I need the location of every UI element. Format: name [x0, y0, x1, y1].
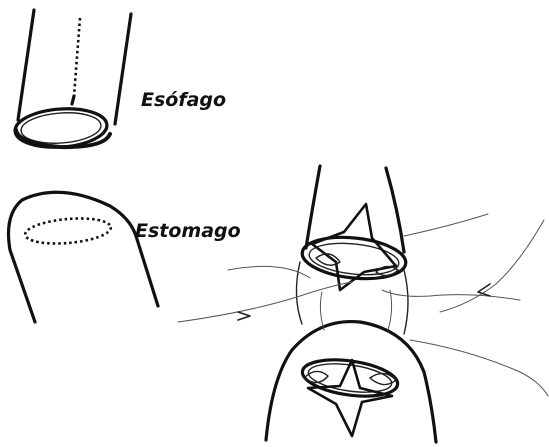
stomach-dome-drawing: [9, 192, 159, 322]
docking-illustration: [178, 166, 548, 442]
esophagus-label: Esófago: [141, 89, 226, 111]
esophagus-tube-drawing: [14, 10, 131, 150]
stomach-label: Estomago: [135, 220, 241, 242]
